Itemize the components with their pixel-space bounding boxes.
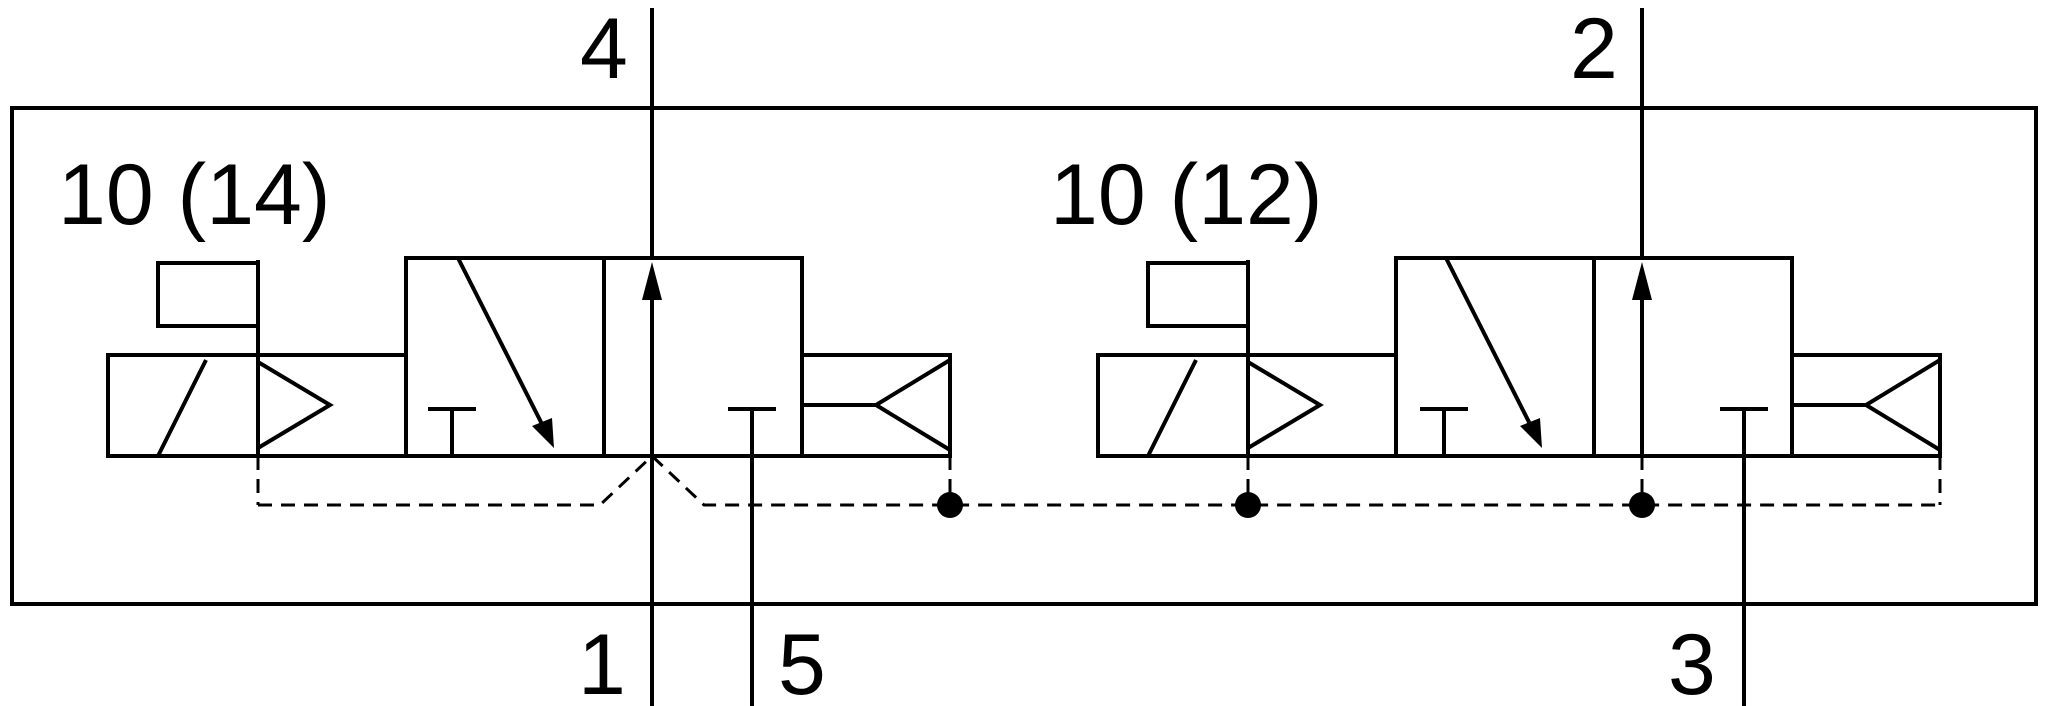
manual-override-right bbox=[1146, 261, 1248, 328]
flow-arrow-up-right bbox=[1632, 262, 1652, 300]
pilot-junction-dot bbox=[937, 492, 963, 518]
pilot-junction-dot bbox=[1629, 492, 1655, 518]
valve-manifold-housing bbox=[10, 106, 2038, 606]
port-label-3: 3 bbox=[1668, 617, 1716, 706]
solenoid-coil-slash-left bbox=[156, 359, 208, 457]
flow-path-diagonal-right bbox=[1444, 257, 1536, 433]
flow-arrow-up-left bbox=[642, 262, 662, 300]
port-label-4: 4 bbox=[580, 1, 628, 97]
pilot-supply-lines bbox=[256, 453, 1942, 507]
pilot-label-left: 10 (14) bbox=[58, 147, 331, 243]
pilot-label-right: 10 (12) bbox=[1050, 147, 1323, 243]
solenoid-coil-slash-right bbox=[1146, 359, 1198, 457]
pilot-triangle-left bbox=[256, 360, 334, 450]
flow-arrow-head-left bbox=[532, 418, 554, 448]
return-triangle-left bbox=[872, 358, 952, 452]
port-label-1: 1 bbox=[578, 617, 626, 706]
valve-right bbox=[1096, 256, 1942, 458]
valve-left bbox=[106, 256, 952, 458]
flow-arrow-head-right bbox=[1520, 418, 1542, 448]
pilot-triangle-right bbox=[1246, 360, 1324, 450]
pilot-manifold-line bbox=[258, 453, 1940, 507]
manual-override-left bbox=[156, 261, 258, 328]
flow-path-diagonal-left bbox=[456, 257, 548, 433]
port-label-5: 5 bbox=[778, 617, 826, 706]
port-label-2: 2 bbox=[1570, 1, 1618, 97]
pilot-junction-dot bbox=[1235, 492, 1261, 518]
return-triangle-right bbox=[1862, 358, 1942, 452]
